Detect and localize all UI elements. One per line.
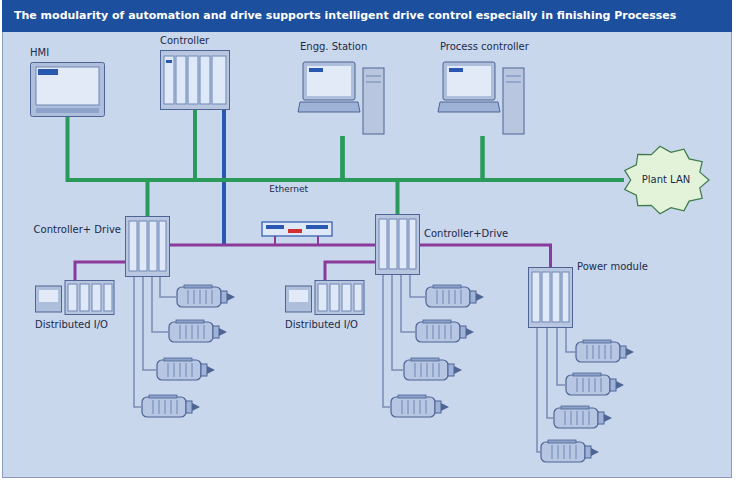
network-line	[68, 110, 196, 180]
title-text: The modularity of automation and drive s…	[14, 9, 720, 22]
device-label: Controller+Drive	[424, 228, 508, 240]
device-label: Power module	[577, 261, 648, 273]
device-icon	[300, 56, 385, 136]
device-label: Plant LAN	[642, 174, 691, 186]
plant-lan-cloud: Plant LAN	[622, 145, 710, 215]
network-line	[483, 136, 625, 180]
network-line	[420, 245, 551, 267]
engineering-station: Engg. Station	[300, 56, 385, 136]
device-icon	[160, 50, 230, 110]
network-line	[148, 110, 196, 216]
network-line	[195, 110, 343, 180]
network-line	[343, 136, 398, 214]
device-icon	[440, 56, 525, 136]
device-icon	[528, 267, 573, 328]
distributed-io: Distributed I/O	[285, 280, 365, 315]
device-label: Distributed I/O	[35, 319, 108, 331]
device-label: Engg. Station	[300, 41, 367, 53]
controller: Controller	[160, 50, 230, 110]
process-controller: Process controller	[440, 56, 525, 136]
device-label: HMI	[30, 47, 49, 59]
device-icon	[285, 280, 365, 315]
controller-drive: Controller+ Drive	[125, 216, 170, 277]
network-line	[75, 262, 125, 280]
network-line	[325, 262, 375, 280]
device-icon	[30, 62, 105, 117]
device-icon	[35, 280, 115, 315]
power-module: Power module	[528, 267, 573, 328]
device-label: Controller+ Drive	[34, 224, 121, 236]
network-label: Ethernet	[267, 184, 310, 195]
device-label: Distributed I/O	[285, 319, 358, 331]
controller-drive: Controller+Drive	[375, 214, 420, 275]
network-line	[343, 136, 483, 180]
device-label: Process controller	[440, 41, 529, 53]
device-label: Controller	[160, 35, 209, 47]
distributed-io: Distributed I/O	[35, 280, 115, 315]
device-icon	[125, 216, 170, 277]
hmi-panel: HMI	[30, 62, 105, 117]
network-line	[170, 244, 375, 247]
device-icon	[375, 214, 420, 275]
